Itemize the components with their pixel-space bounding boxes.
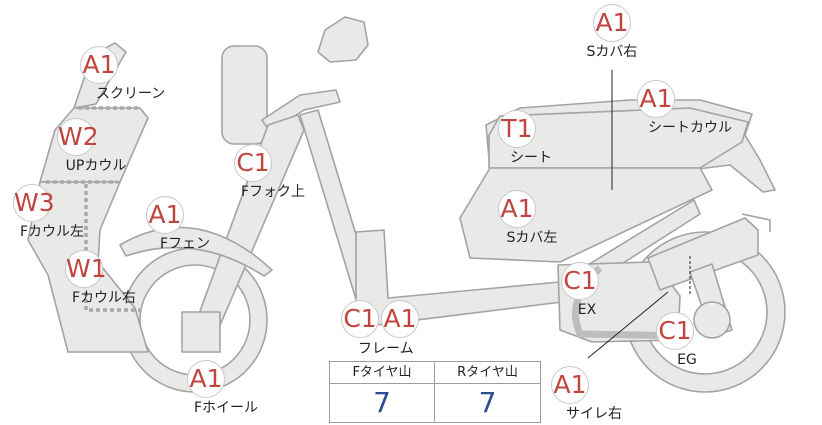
grade-badge: A1 [498,190,536,228]
annotation-f-cowl-right[interactable]: W1 Fカウル右 [24,250,144,306]
leader-silencer-right [587,291,669,359]
mirror-shape [317,16,369,63]
annotation-f-wheel[interactable]: A1 Fホイール [146,360,266,416]
grade-badge: A1 [146,196,184,234]
part-label: UPカウル [65,158,127,174]
annotation-up-cowl[interactable]: W2 UPカウル [16,118,136,174]
annotation-exhaust[interactable]: C1 EX [520,262,640,318]
grade-badge: A1 [381,300,419,338]
annotation-frame-2[interactable]: A1 [340,300,460,338]
part-label: シートカウル [648,120,732,136]
rear-tire-tread-value: 7 [478,386,497,419]
part-label: Fカウル左 [19,224,85,240]
part-label: Fホイール [193,400,259,416]
part-label: Fフェン [159,236,211,252]
grade-badge: W2 [57,118,99,156]
annotation-frame[interactable]: C1 [300,300,420,338]
grade-badge: A1 [187,360,225,398]
grade-badge: W3 [13,184,55,222]
tire-tread-table: Fタイヤ山 Rタイヤ山 7 7 [329,361,541,423]
part-label: Sカバ右 [586,44,638,60]
annotation-screen[interactable]: A1 [39,46,159,84]
grade-badge: A1 [80,46,118,84]
part-label: サイレ右 [566,406,622,422]
annotation-seat-cowl[interactable]: A1 シートカウル [596,80,732,136]
grade-badge: C1 [341,300,379,338]
annotation-side-cover-left[interactable]: A1 Sカバ左 [457,190,577,246]
grade-badge: A1 [551,366,589,404]
headlight-shape [221,45,268,145]
grade-badge: C1 [234,144,272,182]
annotation-f-cowl-left[interactable]: W3 Fカウル左 [0,184,92,240]
rear-tire-tread-header: Rタイヤ山 [435,362,540,384]
silencer-shape [647,217,759,291]
front-tire-tread-header: Fタイヤ山 [330,362,435,384]
part-label: EG [677,352,697,368]
grade-badge: A1 [637,80,675,118]
part-label: Sカバ左 [506,230,558,246]
rear-bracket-shape [741,213,771,232]
annotation-side-cover-right[interactable]: A1 Sカバ右 [552,4,672,60]
front-fork-shape [195,114,305,331]
grade-badge: W1 [65,250,107,288]
part-label: Fフォク上 [240,184,306,200]
fork-bottom-shape [181,311,221,353]
annotation-f-fender[interactable]: A1 Fフェン [105,196,225,252]
annotation-engine[interactable]: C1 EG [615,312,735,368]
part-label-screen: スクリーン [96,86,166,102]
grade-badge: C1 [656,312,694,350]
grade-badge: T1 [498,110,536,148]
part-label-frame: フレーム [358,341,414,357]
annotation-seat[interactable]: T1 シート [457,110,577,166]
grade-badge: C1 [561,262,599,300]
part-label: EX [577,302,597,318]
annotation-silencer-right[interactable]: A1 サイレ右 [510,366,630,422]
annotation-f-fork-upper[interactable]: C1 Fフォク上 [193,144,313,200]
rear-hub-shape [693,301,731,339]
part-label: シート [510,150,552,166]
part-label: Fカウル右 [71,290,137,306]
grade-badge: A1 [593,4,631,42]
front-tire-tread-value: 7 [330,384,435,422]
cowl-division-4 [84,292,140,312]
